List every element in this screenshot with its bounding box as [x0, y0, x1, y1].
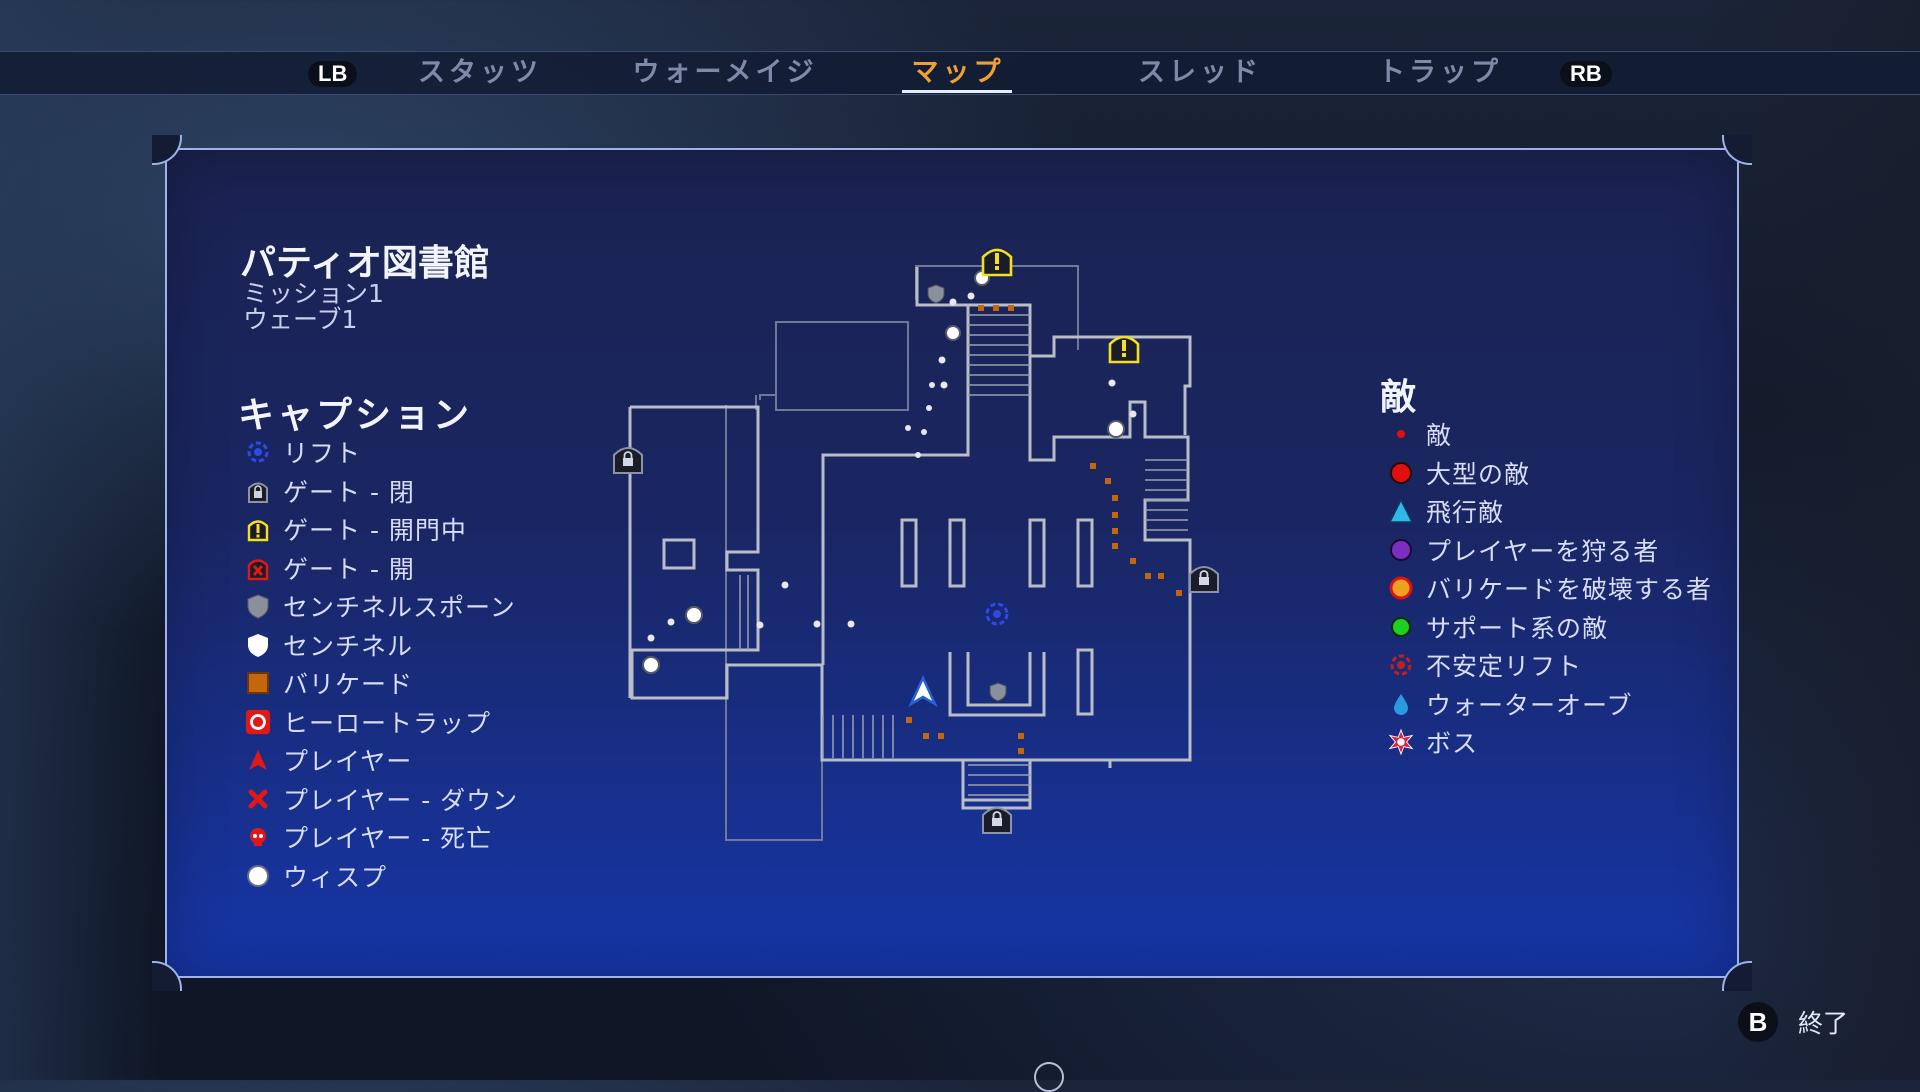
hero-trap-icon [245, 709, 271, 735]
enemy-icon [1388, 421, 1414, 447]
legend-label: ボス [1426, 729, 1479, 759]
legend-item: 飛行敵 [1388, 492, 1712, 531]
legend-label: センチネル [283, 631, 414, 661]
enemy-legend: 敵 大型の敵 飛行敵 プレイヤーを狩る者 バリケードを破壊する者 サポート系の敵… [1388, 415, 1712, 762]
legend-label: プレイヤー - 死亡 [283, 824, 493, 854]
legend-item: ウォーターオーブ [1388, 685, 1712, 724]
legend-label: ゲート - 開門中 [283, 516, 467, 546]
legend-item: ゲート - 開 [245, 549, 518, 588]
legend-label: 敵 [1426, 421, 1453, 451]
legend-label: サポート系の敵 [1426, 613, 1609, 643]
gate-closed-markers [613, 447, 1219, 834]
b-button[interactable]: B [1738, 1002, 1778, 1042]
legend-item: バリケードを破壊する者 [1388, 569, 1712, 608]
caption-title: キャプション [238, 395, 473, 436]
legend-label: バリケード [283, 670, 414, 700]
legend-item: ボス [1388, 723, 1712, 762]
flying-enemy-icon [1388, 498, 1414, 524]
legend-item: サポート系の敵 [1388, 608, 1712, 647]
large-enemy-icon [1388, 460, 1414, 486]
mission-label: ミッション1 [243, 279, 384, 308]
legend-label: バリケードを破壊する者 [1426, 575, 1713, 605]
wisp-trail [647, 292, 1137, 642]
water-orb-icon [1388, 691, 1414, 717]
legend-item: センチネル [245, 626, 518, 665]
background-left [0, 0, 160, 1080]
legend-item: 大型の敵 [1388, 454, 1712, 493]
barricade-markers [906, 305, 1182, 754]
legend-item: ゲート - 閉 [245, 472, 518, 511]
legend-label: ウィスプ [283, 862, 388, 892]
wisp-markers [642, 270, 1125, 674]
legend-item: プレイヤー - ダウン [245, 780, 518, 819]
legend-label: ゲート - 閉 [283, 477, 415, 507]
legend-label: 不安定リフト [1426, 652, 1583, 682]
gate-closed-icon [245, 478, 271, 504]
player-dead-icon [245, 824, 271, 850]
gate-open-icon [245, 555, 271, 581]
hunter-icon [1388, 537, 1414, 563]
legend-item: 敵 [1388, 415, 1712, 454]
info-icon [1034, 1062, 1064, 1092]
legend-label: ヒーロートラップ [283, 708, 492, 738]
legend-label: 大型の敵 [1426, 459, 1531, 489]
legend-label: ウォーターオーブ [1426, 690, 1633, 720]
legend-item: リフト [245, 433, 518, 472]
tab-bar: LB スタッツ ウォーメイジ マップ スレッド トラップ RB [0, 51, 1920, 95]
support-enemy-icon [1388, 614, 1414, 640]
rift-marker [985, 602, 1009, 626]
rb-button[interactable]: RB [1560, 61, 1612, 87]
player-down-icon [245, 786, 271, 812]
legend-item: バリケード [245, 664, 518, 703]
unstable-rift-icon [1388, 652, 1414, 678]
legend-item: ウィスプ [245, 857, 518, 896]
staircases [739, 314, 1188, 796]
player-marker [908, 675, 938, 708]
sentinel-icon [245, 632, 271, 658]
map-panel [152, 135, 1752, 991]
enemy-legend-title: 敵 [1380, 377, 1420, 418]
legend-label: ゲート - 開 [283, 554, 415, 584]
legend-item: 不安定リフト [1388, 646, 1712, 685]
legend-item: ヒーロートラップ [245, 703, 518, 742]
legend-label: プレイヤー [283, 747, 413, 777]
tab-map[interactable]: マップ [911, 57, 1005, 88]
map-walls [628, 265, 1192, 841]
legend-item: センチネルスポーン [245, 587, 518, 626]
legend-item: プレイヤー - 死亡 [245, 818, 518, 857]
wisp-icon [245, 863, 271, 889]
sentinel-spawn-icon [245, 593, 271, 619]
location-title: パティオ図書館 [240, 243, 490, 284]
legend-label: 飛行敵 [1426, 498, 1505, 528]
boss-icon [1388, 728, 1414, 756]
wave-label: ウェーブ1 [243, 305, 358, 334]
legend-item: ゲート - 開門中 [245, 510, 518, 549]
tab-traps[interactable]: トラップ [1378, 57, 1502, 88]
barricade-breaker-icon [1388, 575, 1414, 601]
legend-label: センチネルスポーン [283, 593, 516, 623]
active-tab-indicator [902, 90, 1012, 93]
legend-item: プレイヤー [245, 741, 518, 780]
legend-label: プレイヤーを狩る者 [1426, 536, 1660, 566]
caption-legend: リフト ゲート - 閉 ゲート - 開門中 ゲート - 開 センチネルスポーン … [245, 433, 518, 895]
exit-label[interactable]: 終了 [1798, 1009, 1849, 1038]
legend-label: プレイヤー - ダウン [283, 785, 519, 815]
sentinel-spawn-markers [927, 284, 1007, 702]
barricade-icon [245, 670, 271, 696]
rift-icon [245, 439, 271, 465]
legend-label: リフト [283, 439, 362, 469]
tab-threads[interactable]: スレッド [1138, 57, 1262, 88]
gate-opening-markers [981, 248, 1140, 364]
player-icon [245, 747, 271, 773]
lb-button[interactable]: LB [308, 61, 358, 87]
tab-stats[interactable]: スタッツ [418, 57, 542, 88]
gate-opening-icon [245, 516, 271, 542]
legend-item: プレイヤーを狩る者 [1388, 531, 1712, 570]
tab-warmage[interactable]: ウォーメイジ [632, 57, 818, 88]
